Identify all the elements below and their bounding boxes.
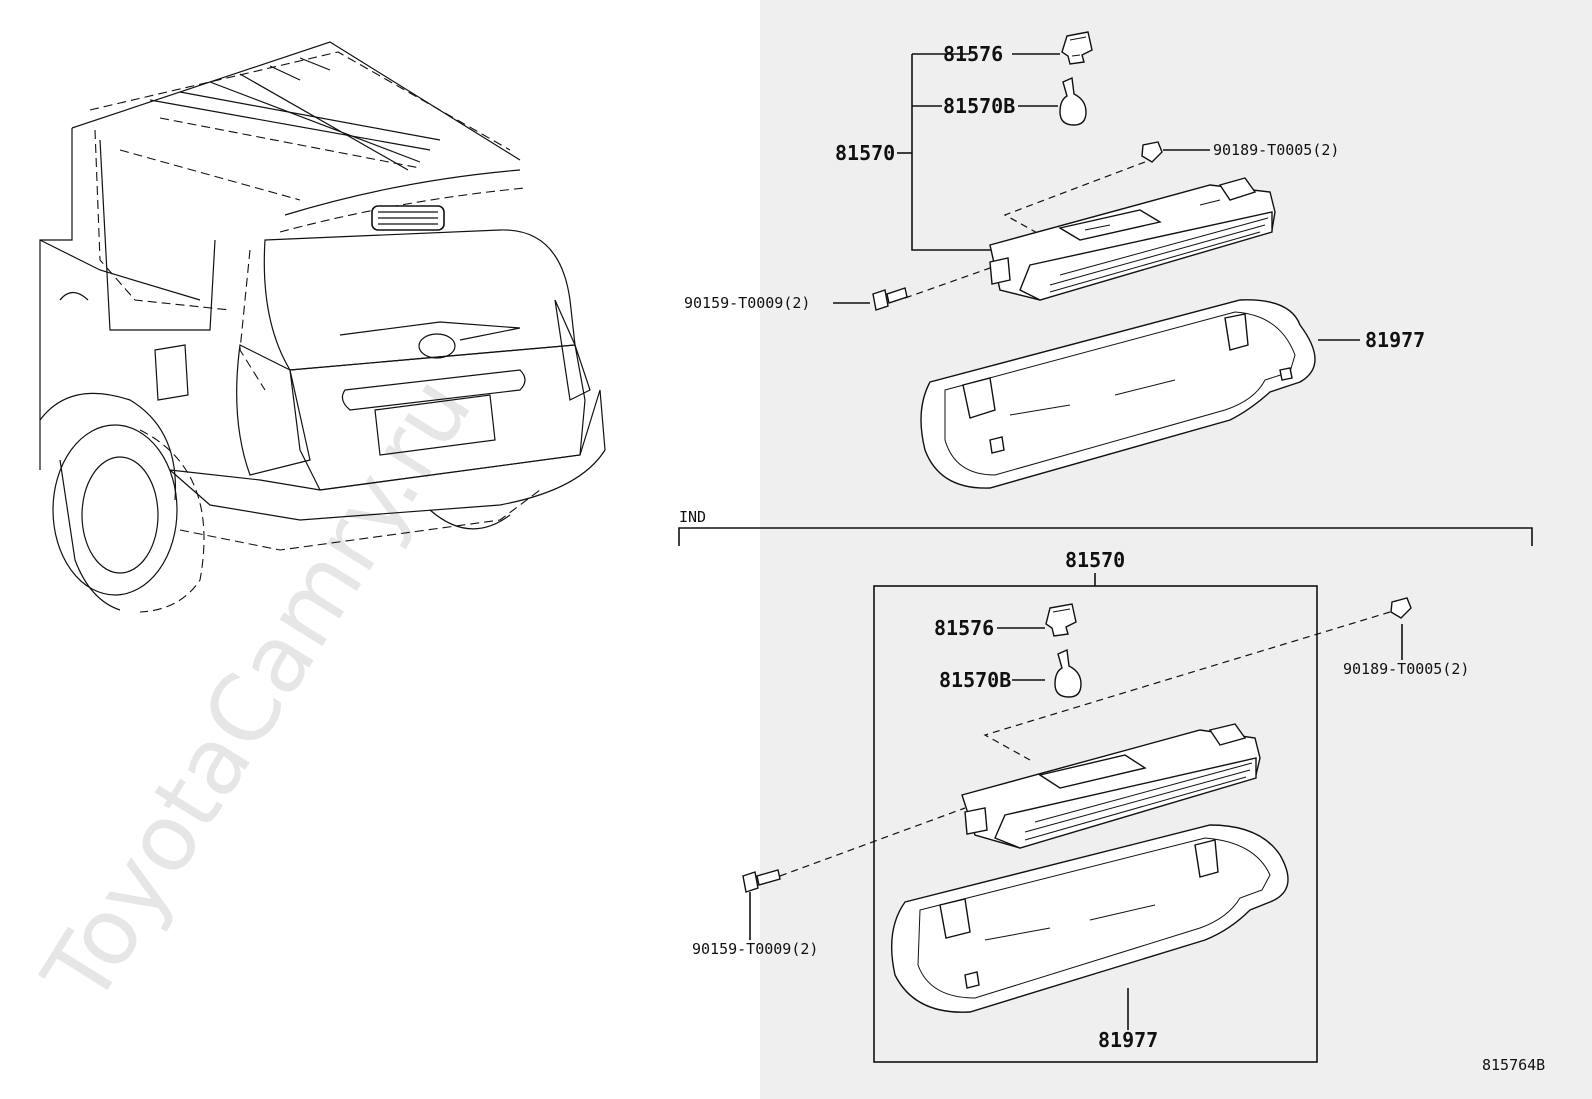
label-90189-lower: 90189-T0005(2) <box>1343 660 1469 678</box>
label-81570b-lower: 81570B <box>939 668 1011 692</box>
label-81570b-upper: 81570B <box>943 94 1015 118</box>
clip-icon <box>1390 597 1412 619</box>
upper-parts-group: 81576 81570B 81570 90189-T0005(2) <box>684 31 1425 489</box>
clip-icon <box>1141 141 1163 163</box>
socket-icon <box>1061 31 1093 65</box>
watermark: ToyotaCamry.ru <box>22 359 492 1023</box>
assembly-kit-frame <box>873 585 1318 1063</box>
screw-icon <box>872 287 908 311</box>
high-mount-stop-lamp-icon <box>961 723 1261 849</box>
label-81570-lower: 81570 <box>1065 548 1125 572</box>
label-90159-lower: 90159-T0009(2) <box>692 940 818 958</box>
variant-bracket: IND <box>678 508 1533 546</box>
lamp-cover-icon <box>920 299 1316 489</box>
high-mount-stop-lamp-icon <box>989 177 1276 301</box>
lower-parts-group: 81570 81576 81570B 90189-T0005(2) <box>692 548 1469 1063</box>
vehicle-illustration <box>39 41 606 613</box>
label-81977-upper: 81977 <box>1365 328 1425 352</box>
label-81576-upper: 81576 <box>943 42 1003 66</box>
label-81977-lower: 81977 <box>1098 1028 1158 1052</box>
bulb-icon <box>1059 76 1087 126</box>
label-81570-upper: 81570 <box>835 141 895 165</box>
bulb-icon <box>1054 648 1082 698</box>
screw-icon <box>742 869 781 893</box>
lamp-cover-icon <box>890 824 1289 1013</box>
label-81576-lower: 81576 <box>934 616 994 640</box>
label-90159-upper: 90159-T0009(2) <box>684 294 810 312</box>
diagram-id: 815764B <box>1482 1056 1545 1074</box>
label-90189-upper: 90189-T0005(2) <box>1213 141 1339 159</box>
variant-label: IND <box>679 508 706 526</box>
socket-icon <box>1045 603 1077 637</box>
